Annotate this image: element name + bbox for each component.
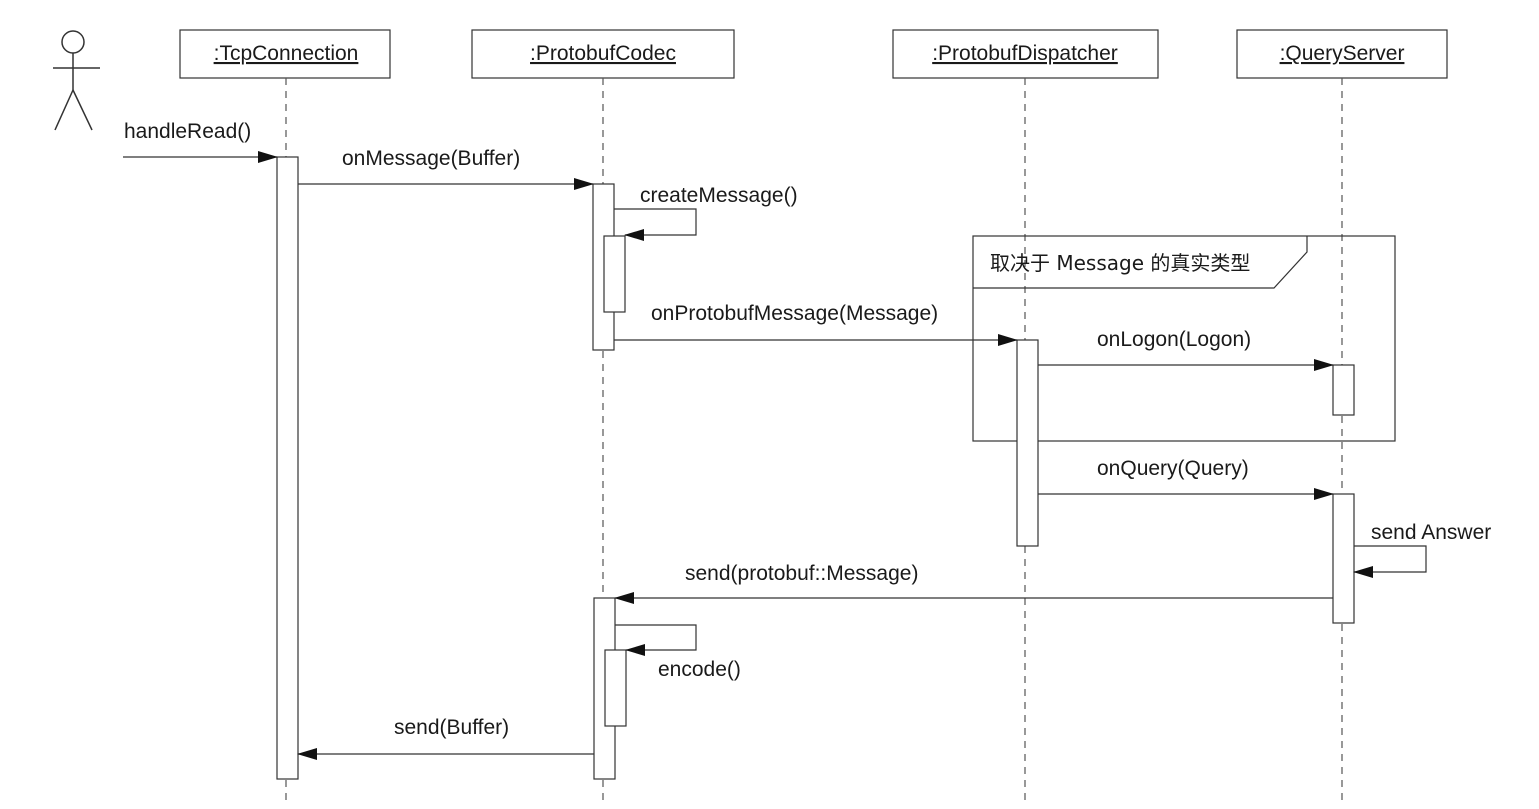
- label-encode: encode(): [658, 658, 741, 681]
- participant-dispatcher-label: :ProtobufDispatcher: [932, 42, 1118, 65]
- participant-codec-label: :ProtobufCodec: [530, 42, 676, 65]
- activation-codec-nested-1: [603, 235, 626, 313]
- label-send-answer: send Answer: [1371, 521, 1491, 544]
- label-on-message: onMessage(Buffer): [342, 147, 520, 170]
- activation-server-2: [1332, 493, 1355, 624]
- participant-server-label: :QueryServer: [1280, 42, 1405, 65]
- arrow-encode: [615, 624, 697, 656]
- label-create-message: createMessage(): [640, 184, 798, 207]
- participant-protobuf-dispatcher: :ProtobufDispatcher: [892, 29, 1159, 79]
- actor-icon: [53, 30, 100, 131]
- frame-label: 取决于 Message 的真实类型: [990, 251, 1250, 275]
- activation-tcp: [276, 156, 299, 780]
- arrow-send-answer: [1353, 545, 1427, 578]
- participant-tcp-connection: :TcpConnection: [179, 29, 391, 79]
- participant-tcp-label: :TcpConnection: [214, 42, 359, 65]
- label-on-protobuf-message: onProtobufMessage(Message): [651, 302, 938, 325]
- label-on-query: onQuery(Query): [1097, 457, 1249, 480]
- arrow-create-message: [614, 208, 697, 241]
- label-handle-read: handleRead(): [124, 120, 251, 143]
- label-send-buffer: send(Buffer): [394, 716, 509, 739]
- activation-codec-nested-2: [604, 649, 627, 727]
- participant-protobuf-codec: :ProtobufCodec: [471, 29, 735, 79]
- activation-dispatcher: [1016, 339, 1039, 547]
- activation-server-1: [1332, 364, 1355, 416]
- label-send-protobuf: send(protobuf::Message): [685, 562, 918, 585]
- label-on-logon: onLogon(Logon): [1097, 328, 1251, 351]
- participant-query-server: :QueryServer: [1236, 29, 1448, 79]
- condition-frame: 取决于 Message 的真实类型: [972, 235, 1396, 442]
